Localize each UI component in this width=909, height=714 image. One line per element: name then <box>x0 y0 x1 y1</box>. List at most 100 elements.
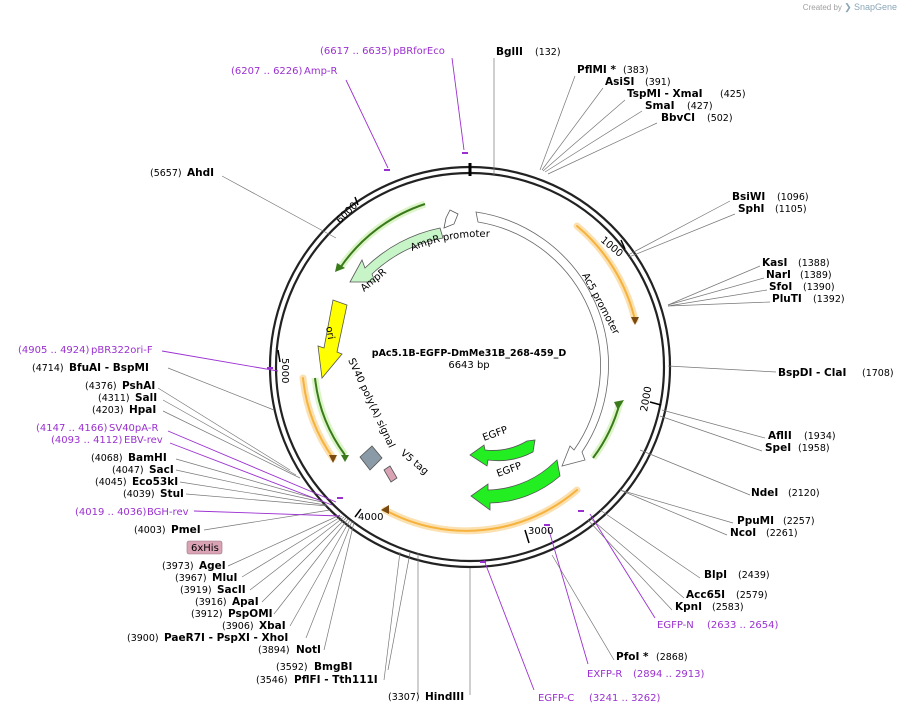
site-stui-pos: (4039) <box>123 489 155 500</box>
site-agei[interactable]: AgeI <box>199 560 226 572</box>
site-nari[interactable]: NarI <box>766 269 791 281</box>
site-ppumi-pos: (2257) <box>783 516 815 527</box>
snapgene-product-name: SnapGene <box>853 2 897 12</box>
site-ppumi[interactable]: PpuMI <box>737 515 774 527</box>
tick-marks <box>277 196 662 544</box>
site-mlui[interactable]: MluI <box>212 572 237 584</box>
site-pshai-pos: (4376) <box>85 381 117 392</box>
site-smai[interactable]: SmaI <box>645 100 675 112</box>
site-apai[interactable]: ApaI <box>232 596 259 608</box>
primer-ampr[interactable]: Amp-R <box>304 66 338 77</box>
site-sphi[interactable]: SphI <box>738 203 764 215</box>
site-agei-pos: (3973) <box>162 561 194 572</box>
site-pfoi[interactable]: PfoI * <box>616 651 649 663</box>
site-bsiwi[interactable]: BsiWI <box>732 191 765 203</box>
site-pflmi[interactable]: PflMI * <box>577 64 616 76</box>
site-sfoi[interactable]: SfoI <box>769 281 792 293</box>
site-ncoi-pos: (2261) <box>766 528 798 539</box>
primer-egfp-n[interactable]: EGFP-N <box>657 620 694 631</box>
site-ncoi[interactable]: NcoI <box>730 527 756 539</box>
site-pmei[interactable]: PmeI <box>171 524 201 536</box>
site-bglii-pos: (132) <box>535 47 561 58</box>
site-sfoi-pos: (1390) <box>803 282 835 293</box>
primer-ebv-range: (4093 .. 4112) <box>51 435 123 446</box>
site-pluti[interactable]: PluTI <box>772 293 802 305</box>
primer-ampr-range: (6207 .. 6226) <box>231 66 303 77</box>
site-stui[interactable]: StuI <box>160 488 184 500</box>
site-bamhi[interactable]: BamHI <box>128 452 167 464</box>
primer-egfp-c[interactable]: EGFP-C <box>538 693 574 704</box>
site-bmgbi-pos: (3592) <box>276 662 308 673</box>
site-kpni[interactable]: KpnI <box>675 601 702 613</box>
site-pspomi[interactable]: PspOMI <box>228 608 273 620</box>
site-ahdi[interactable]: AhdI <box>187 167 214 179</box>
site-bamhi-pos: (4068) <box>91 453 123 464</box>
site-blpi[interactable]: BlpI <box>704 569 727 581</box>
green-arrowheads <box>335 263 624 462</box>
tick-label-2000: 2000 <box>639 386 654 413</box>
site-ndei[interactable]: NdeI <box>751 487 778 499</box>
bottom-site-labels: (3307) HindIII (3592) BmgBI (3546) PflFI… <box>256 661 464 703</box>
primer-pbrforeco-range: (6617 .. 6635) <box>320 46 392 57</box>
site-bbvci[interactable]: BbvCI <box>661 112 695 124</box>
site-noti[interactable]: NotI <box>296 644 321 656</box>
right-site-labels: BglII (132) PflMI * (383) AsiSI (391) Ts… <box>496 46 894 663</box>
site-pmei-pos: (4003) <box>134 525 166 536</box>
primer-bgh-rev[interactable]: BGH-rev <box>147 507 189 518</box>
site-pspomi-pos: (3912) <box>191 609 223 620</box>
site-bfuai-bspmi[interactable]: BfuAI - BspMI <box>69 362 149 374</box>
sv40-feature <box>359 445 383 471</box>
site-pfoi-pos: (2868) <box>656 652 688 663</box>
site-spei-pos: (1958) <box>798 443 830 454</box>
site-tspmi-xmai-pos: (425) <box>720 89 746 100</box>
primer-pbr322ori-f[interactable]: pBR322ori-F <box>91 345 153 356</box>
site-xbai[interactable]: XbaI <box>259 620 286 632</box>
site-tspmi-xmai[interactable]: TspMI - XmaI <box>627 88 703 100</box>
site-saci[interactable]: SacI <box>149 464 174 476</box>
site-asisi-pos: (391) <box>645 77 671 88</box>
primer-ebv-rev[interactable]: EBV-rev <box>124 435 163 446</box>
primer-lines <box>161 57 656 691</box>
site-bfuai-pos: (4714) <box>32 363 64 374</box>
site-pshai[interactable]: PshAI <box>122 380 155 392</box>
site-aflii[interactable]: AflII <box>768 430 792 442</box>
site-saci-pos: (4047) <box>112 465 144 476</box>
site-kasi[interactable]: KasI <box>762 257 787 269</box>
primer-pbrforeco[interactable]: pBRforEco <box>393 46 445 57</box>
site-eco53ki-pos: (4045) <box>95 477 127 488</box>
site-bmgbi[interactable]: BmgBI <box>314 661 352 673</box>
plasmid-size: 6643 bp <box>448 360 489 371</box>
site-hpai[interactable]: HpaI <box>129 404 156 416</box>
site-spei[interactable]: SpeI <box>765 442 791 454</box>
site-bspdi-clai[interactable]: BspDI - ClaI <box>778 367 846 379</box>
site-paer7i-pos: (3900) <box>127 633 159 644</box>
primer-sv40pa-r[interactable]: SV40pA-R <box>109 423 158 434</box>
site-eco53ki[interactable]: Eco53kI <box>132 476 178 488</box>
site-pluti-pos: (1392) <box>813 294 845 305</box>
tick-label-3000: 3000 <box>528 526 553 537</box>
primer-labels: (6617 .. 6635) pBRforEco (6207 .. 6226) … <box>18 46 779 704</box>
site-bbvci-pos: (502) <box>707 113 733 124</box>
egfp-label-2: EGFP <box>495 461 523 480</box>
ampr-feature <box>349 227 444 283</box>
site-kpni-pos: (2583) <box>712 602 744 613</box>
created-by-text: Created by <box>802 3 842 12</box>
site-pflfi-tth111i[interactable]: PflFI - Tth111I <box>294 674 378 686</box>
site-hindiii-pos: (3307) <box>388 692 420 703</box>
site-kasi-pos: (1388) <box>798 258 830 269</box>
egfp-feature-1 <box>469 439 536 467</box>
his-tag-label: 6xHis <box>191 543 219 554</box>
site-paer7i-pspxi-xhoi[interactable]: PaeR7I - PspXI - XhoI <box>164 632 288 644</box>
site-bglii[interactable]: BglII <box>496 46 523 58</box>
site-sali[interactable]: SalI <box>135 392 157 404</box>
site-asisi[interactable]: AsiSI <box>605 76 634 88</box>
site-hpai-pos: (4203) <box>92 405 124 416</box>
green-arcs <box>311 200 624 461</box>
site-hindiii[interactable]: HindIII <box>425 691 464 703</box>
site-acc65i[interactable]: Acc65I <box>686 589 725 601</box>
site-sacii[interactable]: SacII <box>217 584 246 596</box>
primer-exfp-r[interactable]: EXFP-R <box>587 669 622 680</box>
site-sali-pos: (4311) <box>98 393 130 404</box>
site-pflmi-pos: (383) <box>623 65 649 76</box>
